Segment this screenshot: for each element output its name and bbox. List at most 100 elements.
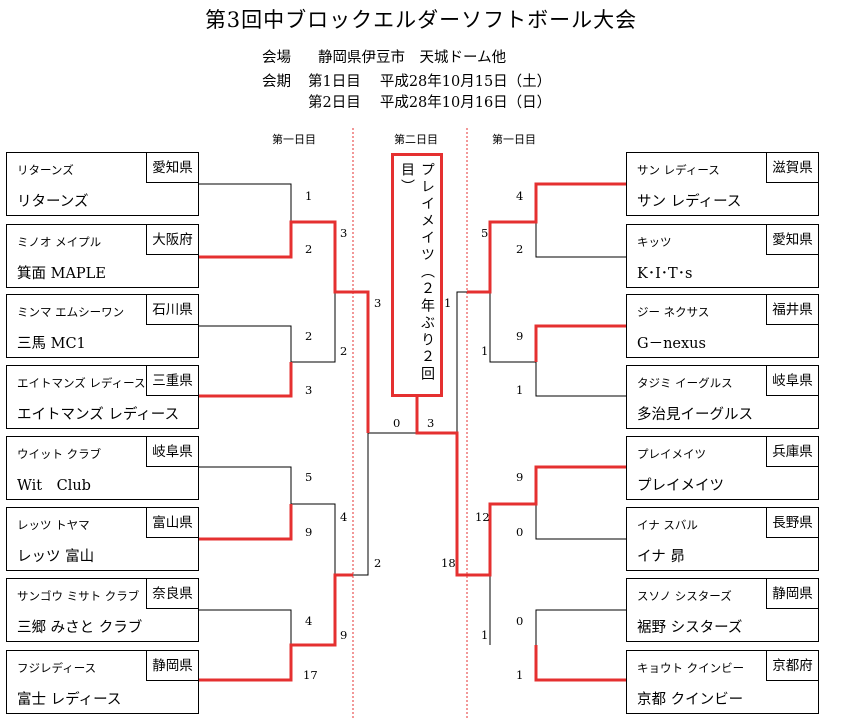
venue-label: 会場 <box>262 50 291 66</box>
score-left-r1: 3 <box>305 383 313 397</box>
team-name: イナ 昴 <box>637 549 685 565</box>
team-kana: プレイメイツ <box>637 447 706 461</box>
team-prefecture: 大阪府 <box>146 225 198 255</box>
left-team-4: エイトマンズ レディースエイトマンズ レディース三重県 <box>6 365 199 429</box>
team-prefecture: 福井県 <box>766 295 818 325</box>
team-prefecture: 長野県 <box>766 508 818 538</box>
left-team-1: リターンズリターンズ愛知県 <box>6 152 199 216</box>
team-kana: サン レディース <box>637 163 720 177</box>
team-kana: ミンマ エムシーワン <box>17 305 125 319</box>
score-left-r1: 4 <box>305 614 313 628</box>
right-team-7: スソノ シスターズ裾野 シスターズ静岡県 <box>626 578 819 642</box>
team-prefecture: 滋賀県 <box>766 153 818 183</box>
day-label-center: 第二日目 <box>394 133 438 146</box>
team-kana: タジミ イーグルス <box>637 376 733 390</box>
score-right-r1: 9 <box>516 329 524 343</box>
score-left-semi: 2 <box>374 556 382 570</box>
left-team-8: フジレディース富士 レディース 静岡県 <box>6 650 199 714</box>
team-name: 裾野 シスターズ <box>637 620 743 636</box>
team-name: 多治見イーグルス <box>637 407 753 423</box>
score-right-r2: 12 <box>475 510 490 524</box>
page-title: 第3回中ブロックエルダーソフトボール大会 <box>204 8 638 32</box>
score-right-semi: 1 <box>444 296 452 310</box>
score-right-r2: 5 <box>481 226 489 240</box>
venue-value: 静岡県伊豆市 天城ドーム他 <box>318 50 507 66</box>
day-dividers <box>352 128 468 720</box>
team-name: 箕面 MAPLE <box>17 266 106 282</box>
score-right-r1: 1 <box>516 383 524 397</box>
team-prefecture: 愛知県 <box>146 153 198 183</box>
team-name: 富士 レディース <box>17 692 122 708</box>
team-prefecture: 静岡県 <box>766 579 818 609</box>
left-team-7: サンゴウ ミサト クラブ三郷 みさと クラブ奈良県 <box>6 578 199 642</box>
team-name: 三馬 MC1 <box>17 336 86 352</box>
left-team-5: ウイット クラブ Wit Club 岐阜県 <box>6 436 199 500</box>
team-prefecture: 三重県 <box>146 366 198 396</box>
team-name: プレイメイツ <box>637 478 724 494</box>
score-right-semi: 18 <box>441 556 456 570</box>
bracket-black-lines <box>199 183 626 645</box>
right-team-4: タジミ イーグルス多治見イーグルス岐阜県 <box>626 365 819 429</box>
team-kana: ミノオ メイプル <box>17 235 102 249</box>
team-name: エイトマンズ レディース <box>17 407 180 423</box>
score-left-r2: 4 <box>340 510 348 524</box>
score-right-r1: 2 <box>516 242 524 256</box>
right-team-5: プレイメイツプレイメイツ兵庫県 <box>626 436 819 500</box>
champion-name: プレイメイツ（２年ぶり２回目） <box>399 162 435 383</box>
team-name: 三郷 みさと クラブ <box>17 620 143 636</box>
day-label-right: 第一日目 <box>492 133 536 146</box>
score-left-r1: 5 <box>305 470 313 484</box>
team-prefecture: 岐阜県 <box>146 437 198 467</box>
score-left-r1: 17 <box>303 668 318 682</box>
team-name: G－nexus <box>637 336 706 352</box>
score-right-r1: 9 <box>516 470 524 484</box>
score-left-r2: 3 <box>340 226 348 240</box>
score-left-r1: 2 <box>305 329 313 343</box>
period-day1: 第1日目 平成28年10月15日（土） <box>308 74 552 90</box>
score-right-r1: 1 <box>516 668 524 682</box>
team-kana: サンゴウ ミサト クラブ <box>17 589 140 603</box>
score-right-r1: 0 <box>516 614 524 628</box>
team-prefecture: 富山県 <box>146 508 198 538</box>
team-kana: キッツ <box>637 235 672 249</box>
team-prefecture: 兵庫県 <box>766 437 818 467</box>
team-prefecture: 岐阜県 <box>766 366 818 396</box>
score-right-r2: 1 <box>481 344 489 358</box>
score-left-r1: 2 <box>305 242 313 256</box>
score-right-r1: 0 <box>516 525 524 539</box>
score-left-semi: 3 <box>374 296 382 310</box>
team-name: Wit Club <box>17 478 91 494</box>
team-kana: イナ スバル <box>637 518 698 532</box>
champion-box: プレイメイツ（２年ぶり２回目） <box>391 153 443 397</box>
team-prefecture: 静岡県 <box>146 651 198 681</box>
team-prefecture: 奈良県 <box>146 579 198 609</box>
team-name: サン レディース <box>637 194 742 210</box>
team-prefecture: 京都府 <box>766 651 818 681</box>
team-name: 京都 クインビー <box>637 692 744 708</box>
period-day2: 第2日目 平成28年10月16日（日） <box>308 95 552 111</box>
left-team-3: ミンマ エムシーワン三馬 MC1 石川県 <box>6 294 199 358</box>
team-kana: レッツ トヤマ <box>17 518 90 532</box>
left-team-6: レッツ トヤマレッツ 富山 富山県 <box>6 507 199 571</box>
score-final: 0 <box>393 416 401 430</box>
score-left-r2: 9 <box>340 628 348 642</box>
right-team-3: ジー ネクサス G－nexus 福井県 <box>626 294 819 358</box>
score-left-r2: 2 <box>340 344 348 358</box>
day-label-left: 第一日目 <box>272 133 316 146</box>
right-team-6: イナ スバルイナ 昴 長野県 <box>626 507 819 571</box>
period-label: 会期 <box>262 74 291 90</box>
team-kana: フジレディース <box>17 661 97 675</box>
team-kana: ウイット クラブ <box>17 447 102 461</box>
team-kana: エイトマンズ レディース <box>17 376 146 390</box>
right-team-8: キョウト クインビー京都 クインビー 京都府 <box>626 650 819 714</box>
score-left-r1: 1 <box>305 189 313 203</box>
team-kana: ジー ネクサス <box>637 305 710 319</box>
team-name: レッツ 富山 <box>17 549 95 565</box>
team-prefecture: 石川県 <box>146 295 198 325</box>
team-kana: キョウト クインビー <box>637 661 745 675</box>
left-team-2: ミノオ メイプル箕面 MAPLE 大阪府 <box>6 224 199 288</box>
score-final: 3 <box>427 416 435 430</box>
team-name: リターンズ <box>17 194 89 210</box>
